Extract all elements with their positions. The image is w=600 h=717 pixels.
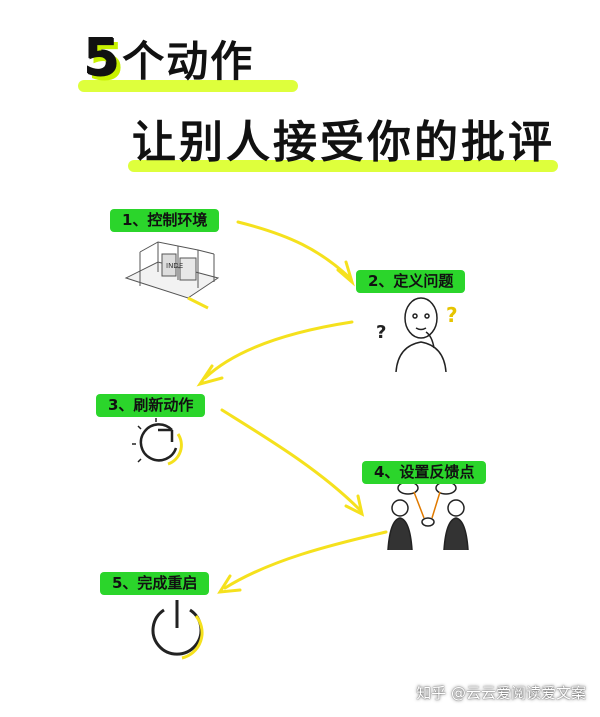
- title1-highlight: [78, 80, 298, 92]
- question-mark-right: ?: [446, 303, 458, 327]
- refresh-icon: [132, 418, 183, 466]
- title2-highlight: [128, 160, 558, 172]
- arrow-1-to-2: [236, 220, 352, 280]
- step-3-label: 3、刷新动作: [95, 392, 206, 417]
- room-illustration-icon: INDE: [124, 241, 220, 310]
- title-line-1: 5个动作: [84, 28, 254, 89]
- step-2-label: 2、定义问题: [355, 268, 466, 293]
- arrow-2-to-3: [203, 320, 354, 380]
- title-number: 5: [84, 29, 123, 89]
- arrow-4-to-5: [223, 530, 388, 590]
- feedback-people-icon: [387, 481, 469, 550]
- title-line-1-text: 个动作: [122, 37, 255, 86]
- question-mark-left: ?: [376, 322, 386, 343]
- step-1-label: 1、控制环境: [109, 207, 220, 232]
- arrow-3-to-4: [220, 408, 362, 512]
- step-5-label: 5、完成重启: [99, 570, 210, 595]
- power-icon: [151, 600, 204, 660]
- step-4-label: 4、设置反馈点: [361, 459, 487, 484]
- room-sign-text: INDE: [166, 262, 183, 270]
- title-line-2: 让别人接受你的批评: [132, 117, 555, 168]
- thinking-man-icon: ? ?: [376, 297, 458, 372]
- watermark: 知乎 @云云爱阅读爱文案: [416, 684, 586, 702]
